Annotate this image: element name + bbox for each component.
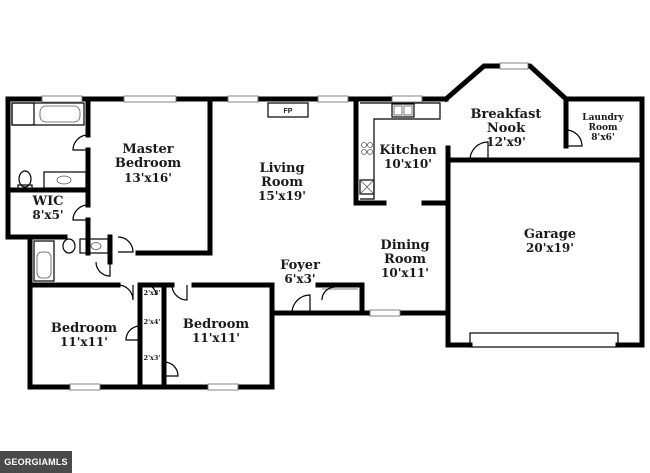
garage-name: Garage: [524, 227, 576, 242]
master-name-line1: Master: [122, 142, 173, 157]
doors: [72, 129, 583, 377]
bedroom-left-size: 11'x11': [60, 335, 108, 349]
windows: [41, 62, 529, 391]
bedroom-right-size: 11'x11': [192, 331, 240, 345]
laundry-size: 8'x6': [591, 133, 614, 143]
dining-name-line2: Room: [384, 252, 426, 267]
garage-size: 20'x19': [526, 241, 574, 255]
bedroom-left-name: Bedroom: [51, 321, 118, 336]
fixtures: [11, 102, 619, 348]
master-name-line2: Bedroom: [115, 156, 182, 171]
master-size: 13'x16': [124, 171, 172, 185]
living-size: 15'x19': [258, 189, 306, 203]
georgiamls-logo: GEORGIAMLS: [0, 451, 72, 473]
closet-bottom-size: 2'x3': [144, 354, 161, 362]
dining-name-line1: Dining: [380, 238, 429, 253]
laundry-name-line2: Room: [588, 123, 617, 133]
wic-name: WIC: [31, 194, 63, 209]
kitchen-size: 10'x10': [384, 157, 432, 171]
fireplace-label: FP: [284, 108, 293, 115]
closet-top-size: 2'x3': [144, 289, 161, 297]
room-labels: Breakfast Nook 12'x9' Laundry Room 8'x6'…: [31, 107, 624, 362]
breakfast-nook-size: 12'x9': [486, 135, 526, 149]
breakfast-nook-name-line2: Nook: [487, 121, 526, 136]
laundry-name-line1: Laundry: [582, 113, 624, 123]
wic-size: 8'x5': [32, 208, 63, 222]
closet-mid-size: 2'x4': [144, 318, 161, 326]
foyer-name: Foyer: [280, 258, 320, 273]
dining-size: 10'x11': [381, 266, 429, 280]
living-name-line2: Room: [261, 175, 303, 190]
living-name-line1: Living: [259, 161, 304, 176]
breakfast-nook-name-line1: Breakfast: [471, 107, 542, 122]
foyer-size: 6'x3': [284, 272, 315, 286]
kitchen-name: Kitchen: [379, 143, 437, 158]
bedroom-right-name: Bedroom: [183, 317, 250, 332]
